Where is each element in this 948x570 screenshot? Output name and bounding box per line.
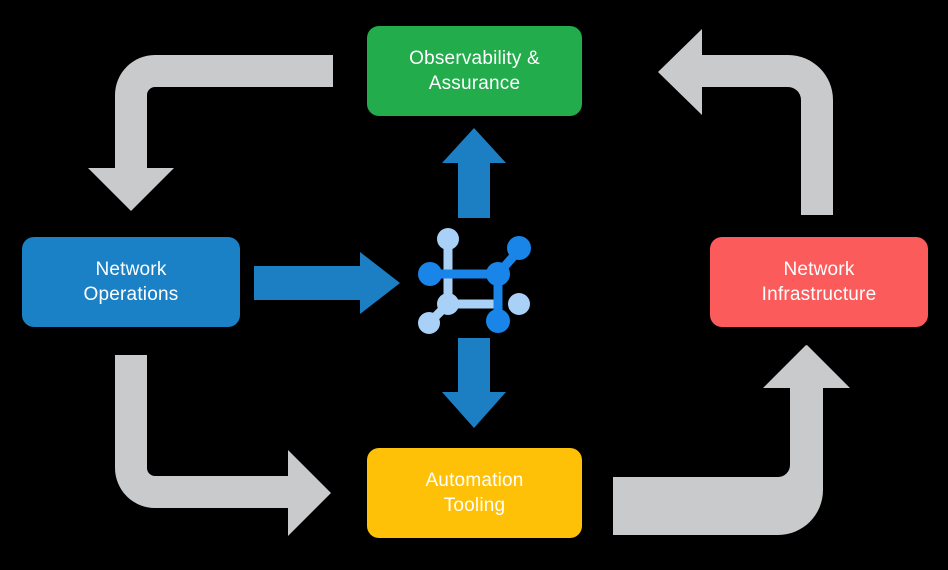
node-observability-assurance[interactable]: Observability & Assurance <box>367 26 582 116</box>
connector-automation-to-netinfra-shape <box>613 345 849 509</box>
node-automation-tooling[interactable]: Automation Tooling <box>367 448 582 538</box>
connector-center-to-observability <box>442 128 506 218</box>
node-network-infrastructure[interactable]: Network Infrastructure <box>710 237 928 327</box>
network-topology-icon <box>418 228 531 334</box>
topology-node-light <box>418 228 530 334</box>
connector-netops-to-center <box>254 252 400 314</box>
connector-netinfra-to-observability <box>658 29 833 215</box>
node-network-operations[interactable]: Network Operations <box>22 237 240 327</box>
connector-netops-to-automation <box>115 355 331 536</box>
topology-node-dark <box>418 236 531 333</box>
connector-observability-to-netops <box>88 55 333 211</box>
connector-center-to-automation <box>442 338 506 428</box>
